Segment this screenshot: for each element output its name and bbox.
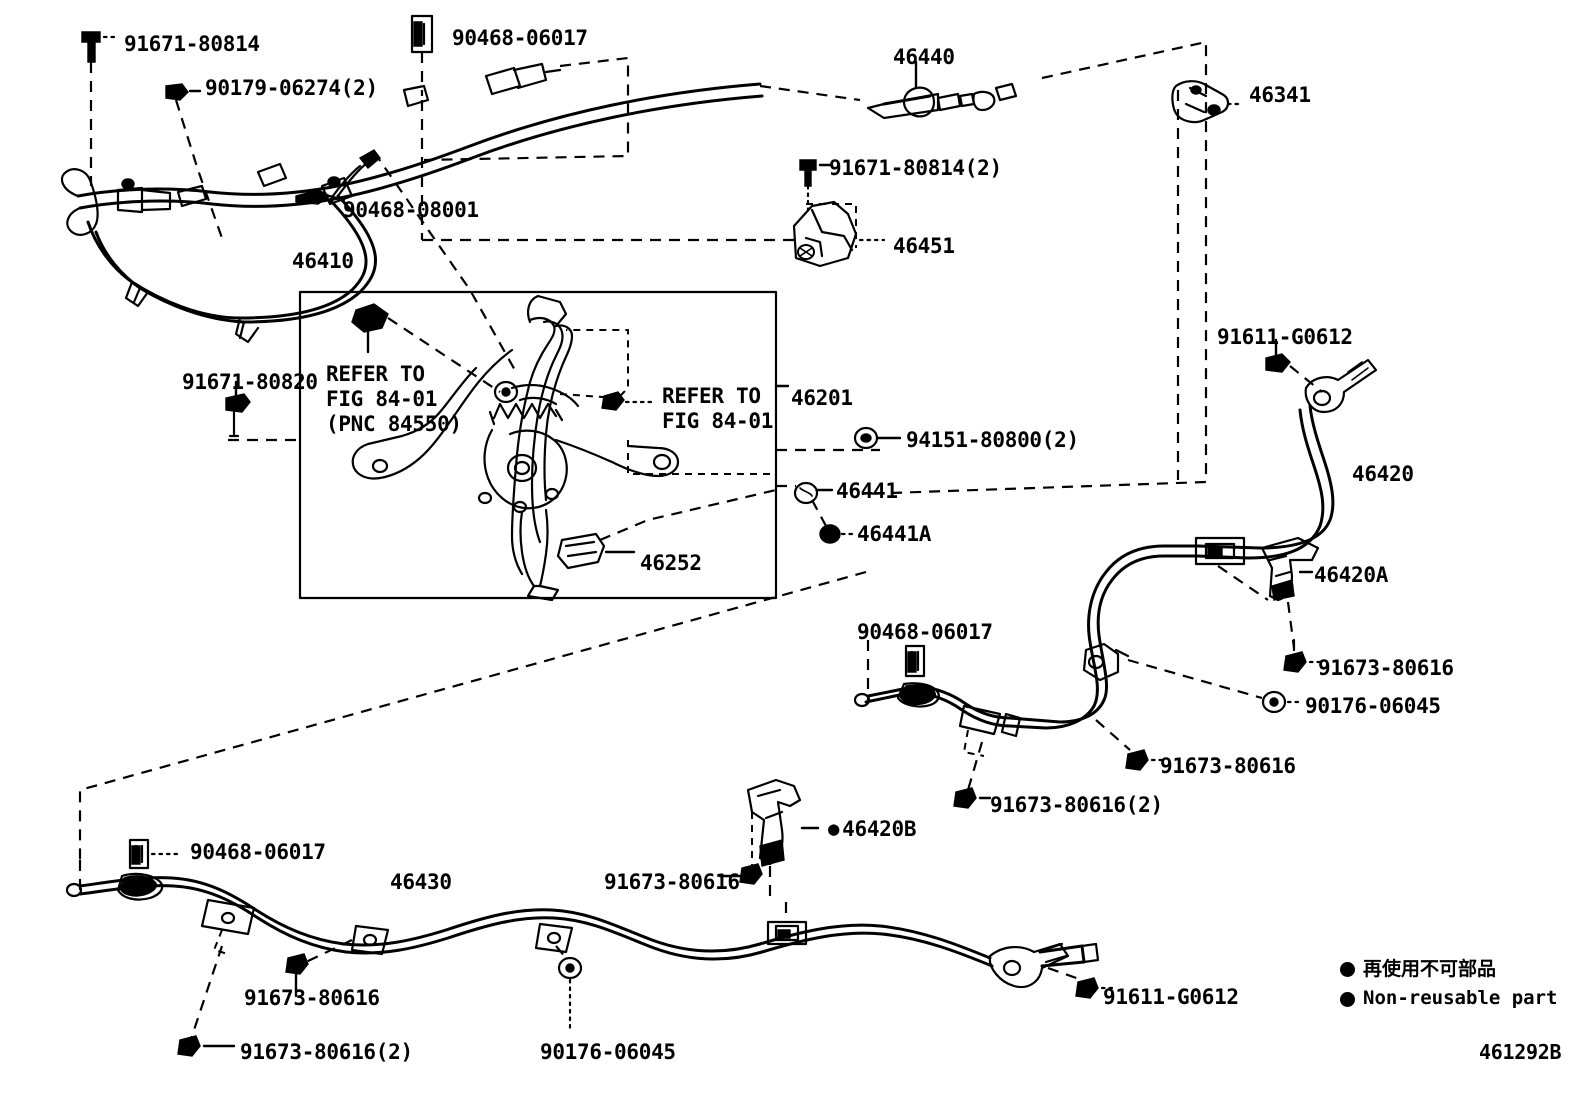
part-callout-94151-808002[interactable]: 94151-80800(2) [906, 428, 1079, 452]
part-callout-91673-80616[interactable]: 91673-80616 [604, 870, 740, 894]
part-callout-90468-06017[interactable]: 90468-06017 [190, 840, 326, 864]
part-callout-46410[interactable]: 46410 [292, 249, 354, 273]
diagram-number: 461292B [1479, 1040, 1562, 1064]
part-callout-90176-06045[interactable]: 90176-06045 [1305, 694, 1441, 718]
part-callout-46341[interactable]: 46341 [1249, 83, 1311, 107]
part-callout-91671-80814[interactable]: 91671-80814 [124, 32, 260, 56]
part-callout-90468-06017[interactable]: 90468-06017 [857, 620, 993, 644]
part-callout-91673-806162[interactable]: 91673-80616(2) [240, 1040, 413, 1064]
part-callout-90468-08001[interactable]: 90468-08001 [343, 198, 479, 222]
part-callout-46420b[interactable]: 46420B [828, 817, 916, 842]
part-callout-91611-g0612[interactable]: 91611-G0612 [1217, 325, 1353, 349]
part-callout-46441[interactable]: 46441 [836, 479, 898, 503]
part-callout-91673-80616[interactable]: 91673-80616 [1160, 754, 1296, 778]
part-callout-91611-g0612[interactable]: 91611-G0612 [1103, 985, 1239, 1009]
part-callout-46441a[interactable]: 46441A [857, 522, 932, 546]
non-reusable-marker-icon [1340, 991, 1355, 1007]
legend-japanese-text: 再使用不可部品 [1363, 958, 1497, 980]
part-callout-46201[interactable]: 46201 [791, 386, 853, 410]
part-callout-91673-806162[interactable]: 91673-80616(2) [990, 793, 1163, 817]
part-callout-46451[interactable]: 46451 [893, 234, 955, 258]
inset-refer-fig-84-01: REFER TO FIG 84-01 [662, 384, 774, 433]
legend-english-text: Non-reusable part [1363, 987, 1558, 1010]
part-callout-46420a[interactable]: 46420A [1314, 563, 1389, 587]
part-callout-46440[interactable]: 46440 [893, 45, 955, 69]
legend-row-japanese: 再使用不可部品 [1340, 955, 1557, 984]
part-callout-90179-062742[interactable]: 90179-06274(2) [205, 76, 378, 100]
inset-refer-fig-84-01-pnc: REFER TO FIG 84-01 (PNC 84550) [326, 362, 462, 436]
part-callout-90468-06017[interactable]: 90468-06017 [452, 26, 588, 50]
part-callout-91673-80616[interactable]: 91673-80616 [244, 986, 380, 1010]
part-callout-90176-06045[interactable]: 90176-06045 [540, 1040, 676, 1064]
non-reusable-marker-icon [1340, 962, 1355, 978]
part-callout-91671-80820[interactable]: 91671-80820 [182, 370, 318, 394]
legend-row-english: Non-reusable part [1340, 984, 1557, 1013]
part-callout-46430[interactable]: 46430 [390, 870, 452, 894]
part-callout-46252[interactable]: 46252 [640, 551, 702, 575]
legend: 再使用不可部品 Non-reusable part [1340, 955, 1557, 1014]
part-callout-91671-808142[interactable]: 91671-80814(2) [829, 156, 1002, 180]
part-callout-46420[interactable]: 46420 [1352, 462, 1414, 486]
part-callout-91673-80616[interactable]: 91673-80616 [1318, 656, 1454, 680]
